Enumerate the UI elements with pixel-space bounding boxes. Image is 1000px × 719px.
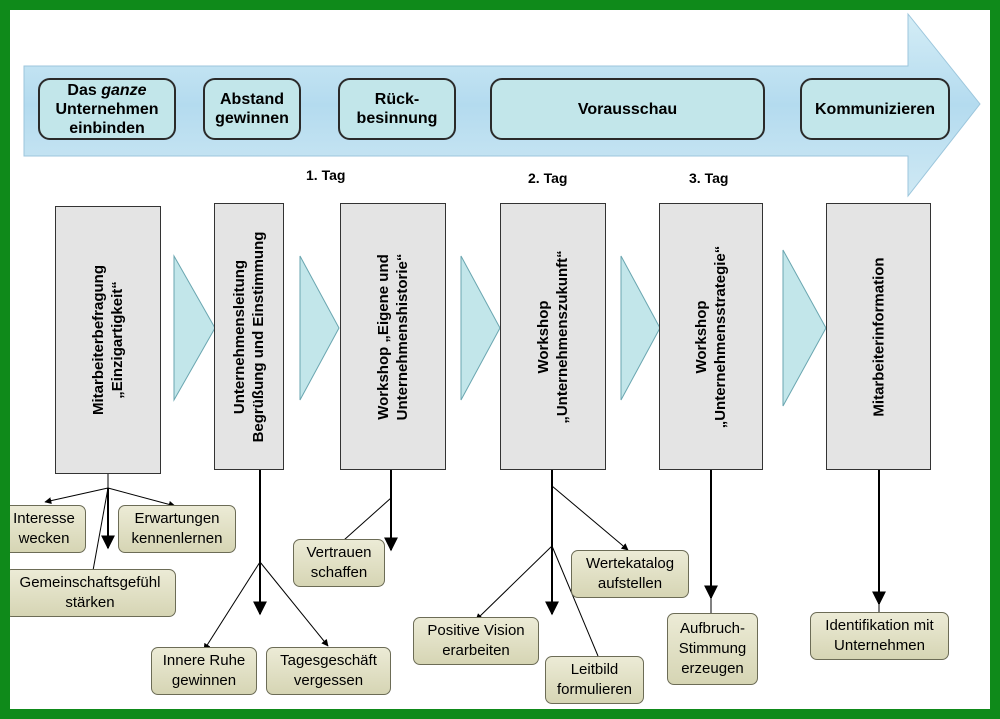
connector bbox=[44, 487, 109, 505]
phase-rueckbesinnung: Rück-besinnung bbox=[338, 78, 456, 140]
chevron-4 bbox=[620, 255, 661, 401]
day-label-2: 2. Tag bbox=[528, 170, 568, 186]
chevron-2 bbox=[299, 255, 340, 401]
step-mitarbeiterinformation: Mitarbeiterinformation bbox=[826, 203, 931, 470]
connector bbox=[343, 497, 392, 541]
step-workshop-zukunft: Workshop„Unternehmenszukunft“ bbox=[500, 203, 606, 470]
chevron-5 bbox=[782, 249, 827, 407]
connector bbox=[107, 487, 176, 508]
phase-vorausschau: Vorausschau bbox=[490, 78, 765, 140]
phase-kommunizieren: Kommunizieren bbox=[800, 78, 950, 140]
step-mitarbeiterbefragung: Mitarbeiterbefragung„Einzigartigkeit“ bbox=[55, 206, 161, 474]
chevron-1 bbox=[173, 254, 216, 402]
connector bbox=[551, 545, 599, 657]
connector bbox=[259, 561, 329, 647]
step-workshop-strategie: Workshop„Unternehmensstrategie“ bbox=[659, 203, 763, 470]
connector bbox=[203, 561, 261, 651]
day-label-3: 3. Tag bbox=[689, 170, 729, 186]
day-label-1: 1. Tag bbox=[306, 167, 346, 183]
connector bbox=[89, 487, 109, 577]
connector bbox=[475, 545, 553, 621]
chevron-3 bbox=[460, 255, 501, 401]
connector bbox=[551, 485, 629, 551]
